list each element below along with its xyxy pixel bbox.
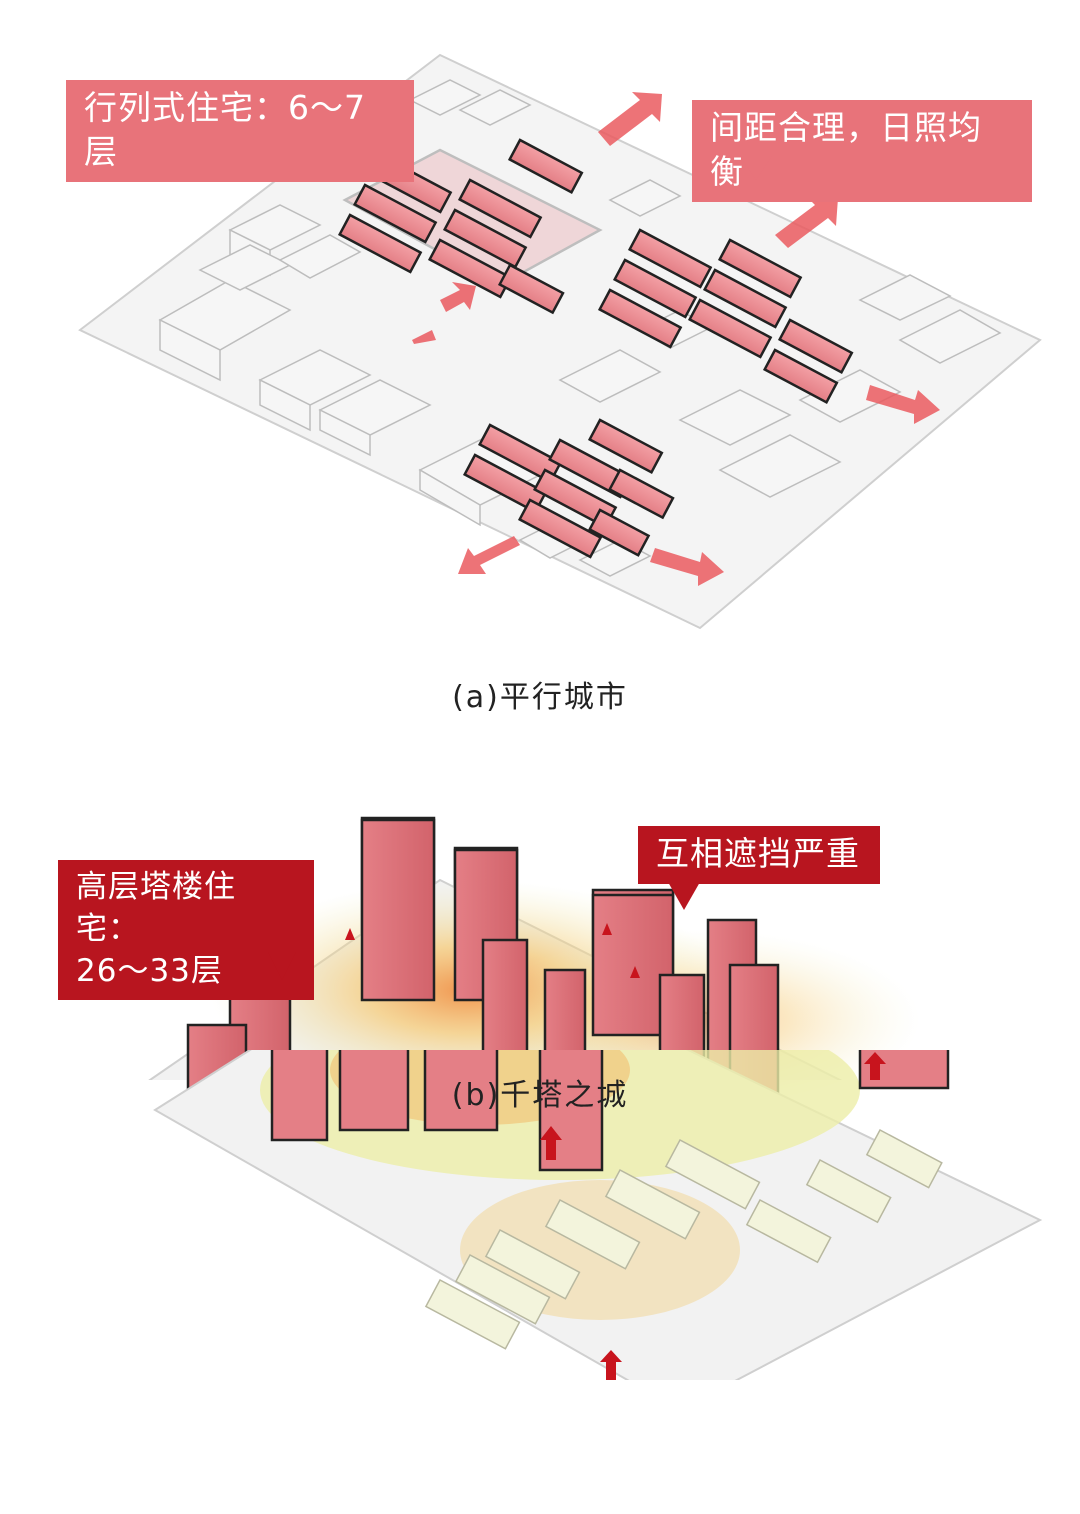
callout-tower-housing-line1: 高层塔楼住宅： bbox=[76, 866, 296, 950]
panel-tower-city: 高层塔楼住宅： 26～33层 互相遮挡严重 bbox=[0, 760, 1080, 1514]
callout-spacing: 间距合理，日照均衡 bbox=[692, 100, 1032, 202]
panel-parallel-city: 行列式住宅：6～7层 间距合理，日照均衡 (a)平行城市 bbox=[0, 0, 1080, 760]
callout-row-housing: 行列式住宅：6～7层 bbox=[66, 80, 414, 182]
callout-mutual-shading: 互相遮挡严重 bbox=[638, 826, 880, 884]
arrow-icon bbox=[458, 536, 520, 574]
caption-parallel-city: (a)平行城市 bbox=[0, 672, 1080, 716]
arrow-icon bbox=[598, 92, 662, 146]
callout-mutual-shading-text: 互相遮挡严重 bbox=[656, 834, 860, 873]
callout-tower-housing-line2: 26～33层 bbox=[76, 950, 296, 992]
caption-tower-city: (b)千塔之城 bbox=[0, 1070, 1080, 1114]
callout-tail bbox=[268, 952, 296, 980]
callout-row-housing-text: 行列式住宅：6～7层 bbox=[84, 88, 366, 171]
callout-tail bbox=[668, 882, 700, 910]
callout-tail bbox=[740, 156, 772, 180]
callout-tail bbox=[270, 136, 298, 158]
